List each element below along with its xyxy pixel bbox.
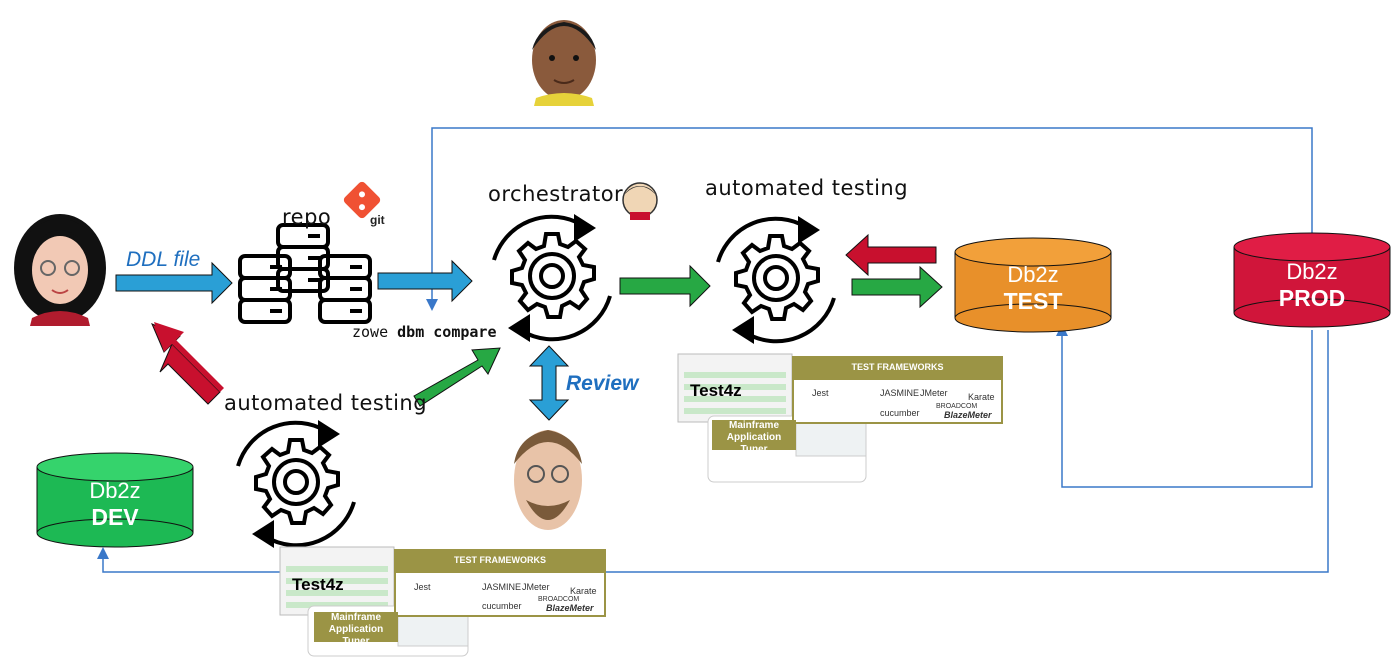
ddl-file-arrow — [115, 261, 233, 305]
automated-testing-left-label: automated testing — [224, 391, 428, 415]
testing-to-developer-arrow — [151, 322, 224, 405]
db2z-prod-line2: PROD — [1278, 285, 1346, 311]
review-double-arrow — [528, 345, 570, 421]
tuner-title-top: Mainframe Application Tuner — [712, 420, 796, 455]
prod-feedback-lines — [97, 127, 1329, 573]
fw-bottom-6: BlazeMeter — [546, 603, 594, 613]
reviewer-avatar-icon — [514, 430, 582, 530]
db2z-dev-cylinder — [36, 452, 194, 548]
fw-bottom-3: Karate — [570, 586, 597, 596]
fw-top-6: BlazeMeter — [944, 410, 992, 420]
fw-top-2: JMeter — [920, 388, 948, 398]
orchestrator-label: orchestrator — [488, 182, 624, 206]
testing-gear-icon — [716, 214, 836, 346]
fw-top-4: cucumber — [880, 408, 920, 418]
git-logo-icon — [343, 181, 381, 219]
db2z-dev-line2: DEV — [91, 504, 139, 530]
fw-top-3: Karate — [968, 392, 995, 402]
db2z-test-cylinder — [954, 237, 1112, 333]
repo-label: repo — [282, 205, 332, 229]
test-frameworks-header-bottom: TEST FRAMEWORKS — [394, 549, 606, 571]
server-stack-icon — [238, 223, 372, 324]
automated-testing-top-label: automated testing — [705, 176, 909, 200]
dev-testing-gear-icon — [236, 418, 356, 550]
test-frameworks-body-top — [792, 378, 1003, 424]
testing-to-orchestrator-arrow — [413, 347, 501, 407]
db2z-prod-cylinder — [1233, 232, 1391, 328]
fw-top-0: Jest — [812, 388, 829, 398]
fw-top-1: JASMINE — [880, 388, 920, 398]
zowe-command-bold: dbm compare — [397, 323, 497, 341]
jenkins-logo-icon — [622, 182, 658, 220]
fw-bottom-1: JASMINE — [482, 582, 522, 592]
fw-bottom-0: Jest — [414, 582, 431, 592]
orchestrator-to-testing-arrow — [619, 264, 711, 308]
repo-to-orchestrator-arrow — [377, 259, 473, 303]
test4z-title-bottom: Test4z — [292, 575, 344, 594]
developer-avatar-icon — [14, 214, 106, 326]
fw-bottom-4: cucumber — [482, 601, 522, 611]
db2z-test-label: Db2z TEST — [955, 262, 1111, 315]
db2z-dev-label: Db2z DEV — [37, 478, 193, 531]
ddl-file-label: DDL file — [126, 248, 201, 271]
db2z-test-line2: TEST — [1003, 288, 1063, 314]
db2z-prod-label: Db2z PROD — [1234, 259, 1390, 312]
test-frameworks-header-top: TEST FRAMEWORKS — [792, 356, 1003, 378]
test-frameworks-body-bottom — [394, 571, 606, 617]
git-label: git — [370, 213, 385, 227]
approver-avatar-icon — [532, 20, 596, 106]
db2z-test-line1: Db2z — [1007, 262, 1059, 287]
review-label: Review — [566, 372, 639, 395]
tuner-title-bottom: Mainframe Application Tuner — [314, 612, 398, 647]
db2z-dev-line1: Db2z — [89, 478, 141, 503]
test4z-title-top: Test4z — [690, 381, 742, 400]
zowe-command-prefix: zowe — [352, 323, 389, 341]
fw-top-5: BROADCOM — [936, 403, 978, 410]
db2z-prod-line1: Db2z — [1286, 259, 1338, 284]
fw-bottom-5: BROADCOM — [538, 596, 580, 603]
testing-to-test-db-arrow — [851, 265, 943, 309]
zowe-command: zowe dbm compare — [352, 323, 497, 341]
orchestrator-gear-icon — [492, 212, 612, 344]
test-db-to-testing-arrow — [845, 233, 937, 277]
fw-bottom-2: JMeter — [522, 582, 550, 592]
